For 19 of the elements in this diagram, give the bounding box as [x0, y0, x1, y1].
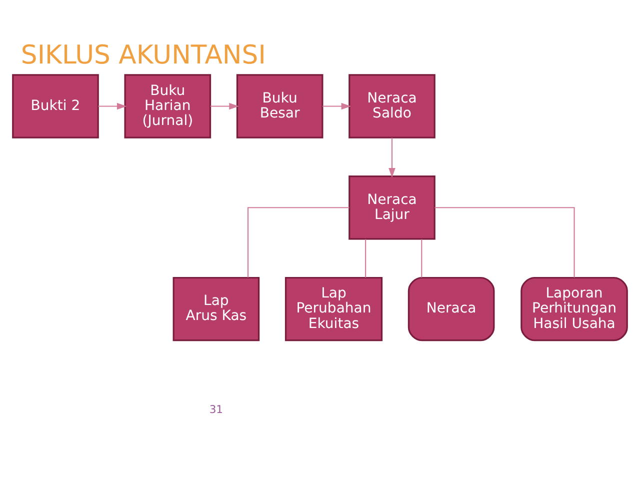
node-box: Laporan Perhitungan Hasil Usaha [520, 276, 628, 342]
node-box: Buku Besar [236, 74, 324, 138]
arrow [210, 102, 239, 110]
arrow [322, 102, 352, 110]
node-box: Lap Arus Kas [172, 276, 260, 342]
diagram-title: SIKLUS AKUNTANSI [20, 40, 266, 70]
node-box: Neraca Saldo [348, 74, 436, 138]
node-box: Bukti 2 [12, 74, 99, 138]
connector [247, 207, 350, 278]
arrow [388, 138, 396, 178]
node-box: Lap Perubahan Ekuitas [284, 276, 383, 342]
node-box: Buku Harian (Jurnal) [124, 74, 212, 138]
label: 31 [209, 403, 224, 416]
node-box: Neraca Lajur [348, 176, 436, 240]
connector [365, 239, 366, 278]
connector [434, 207, 575, 278]
node-box: Neraca [408, 276, 495, 342]
arrow [98, 102, 127, 110]
connector [421, 239, 422, 278]
